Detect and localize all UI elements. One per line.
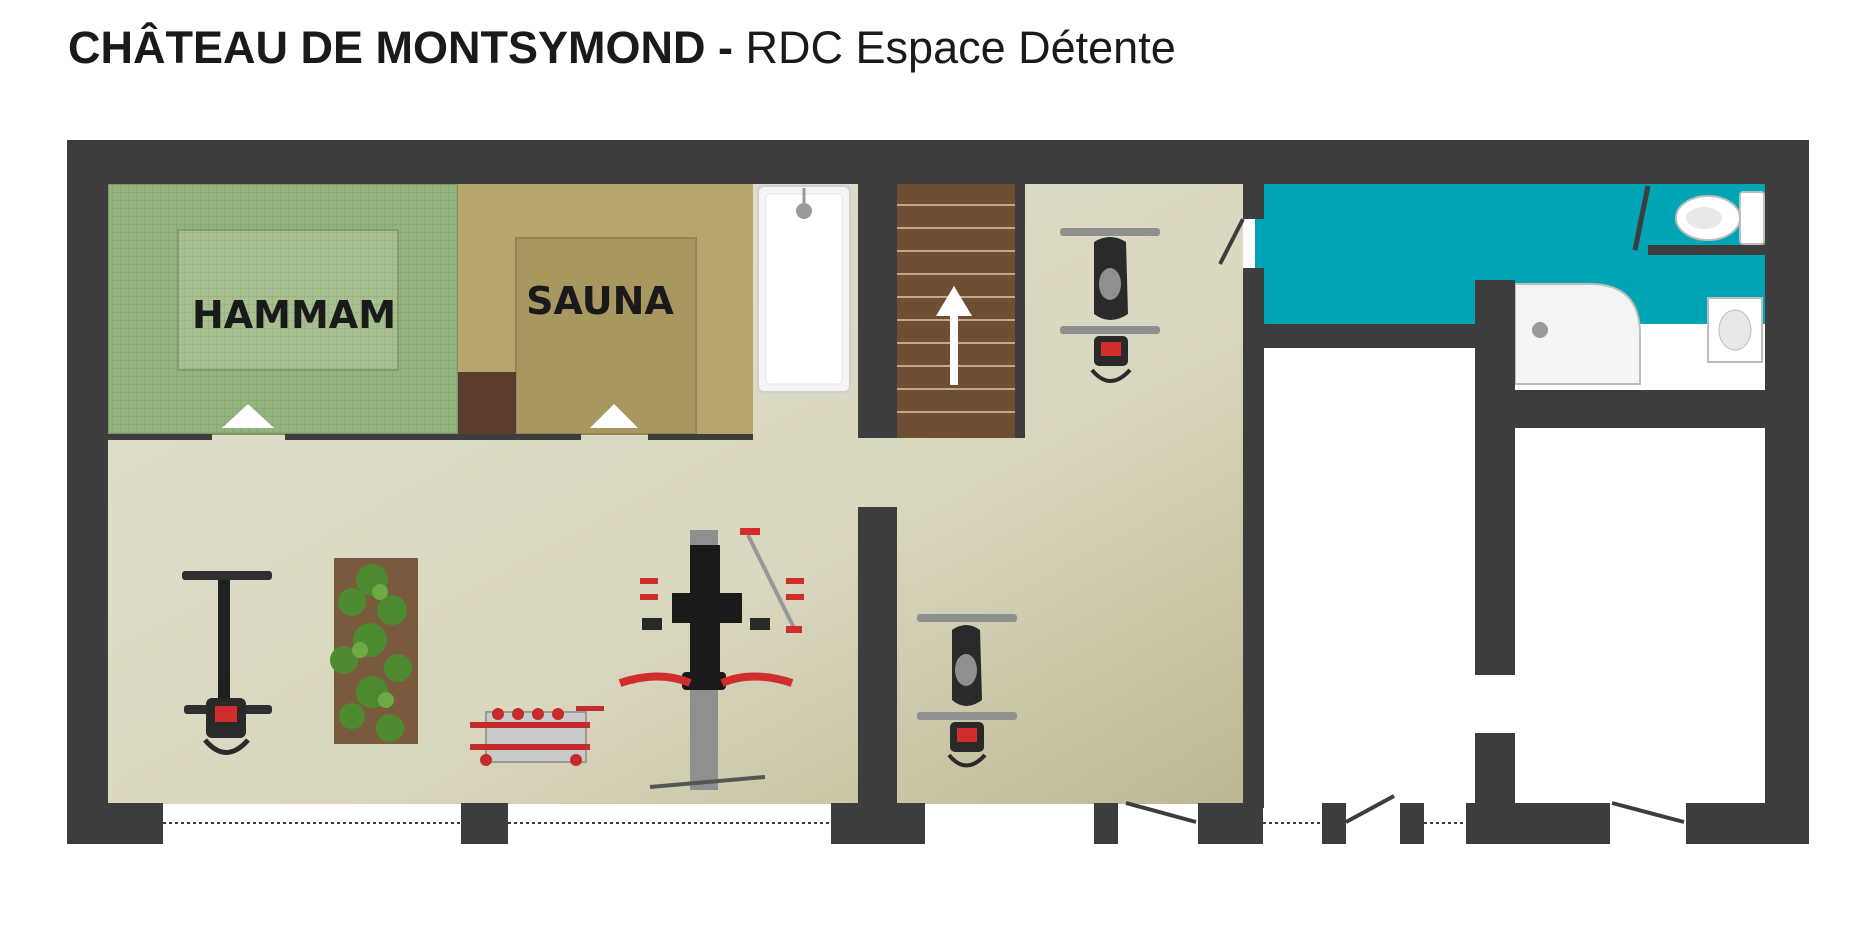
sauna-room: SAUNA (458, 184, 753, 435)
walls (67, 140, 1809, 844)
property-name: CHÂTEAU DE MONTSYMOND (68, 22, 706, 73)
exercise-bike-icon (917, 614, 1017, 768)
weight-bench-icon (618, 528, 804, 790)
dumbbell-rack-icon (470, 706, 604, 766)
hammam-room: HAMMAM (107, 183, 459, 435)
shower-icon (1514, 283, 1641, 385)
sauna-label: SAUNA (526, 279, 674, 323)
shower-icon (757, 185, 851, 393)
title-separator: - (718, 22, 734, 73)
door-arrow-icon (222, 404, 274, 428)
toilet-icon (1675, 191, 1765, 245)
exercise-bike-icon (182, 571, 272, 755)
plant-box-icon (330, 558, 418, 744)
stairs-up-arrow-icon (936, 286, 972, 385)
door-swings (1125, 218, 1685, 824)
sink-icon (1707, 297, 1763, 363)
exercise-bike-icon (1060, 228, 1160, 383)
door-arrow-icon (590, 404, 638, 428)
staircase (897, 184, 1015, 438)
plan-title: CHÂTEAU DE MONTSYMOND - RDC Espace Déten… (68, 22, 1176, 74)
hammam-label: HAMMAM (192, 293, 396, 337)
floor-description: RDC Espace Détente (745, 22, 1176, 73)
